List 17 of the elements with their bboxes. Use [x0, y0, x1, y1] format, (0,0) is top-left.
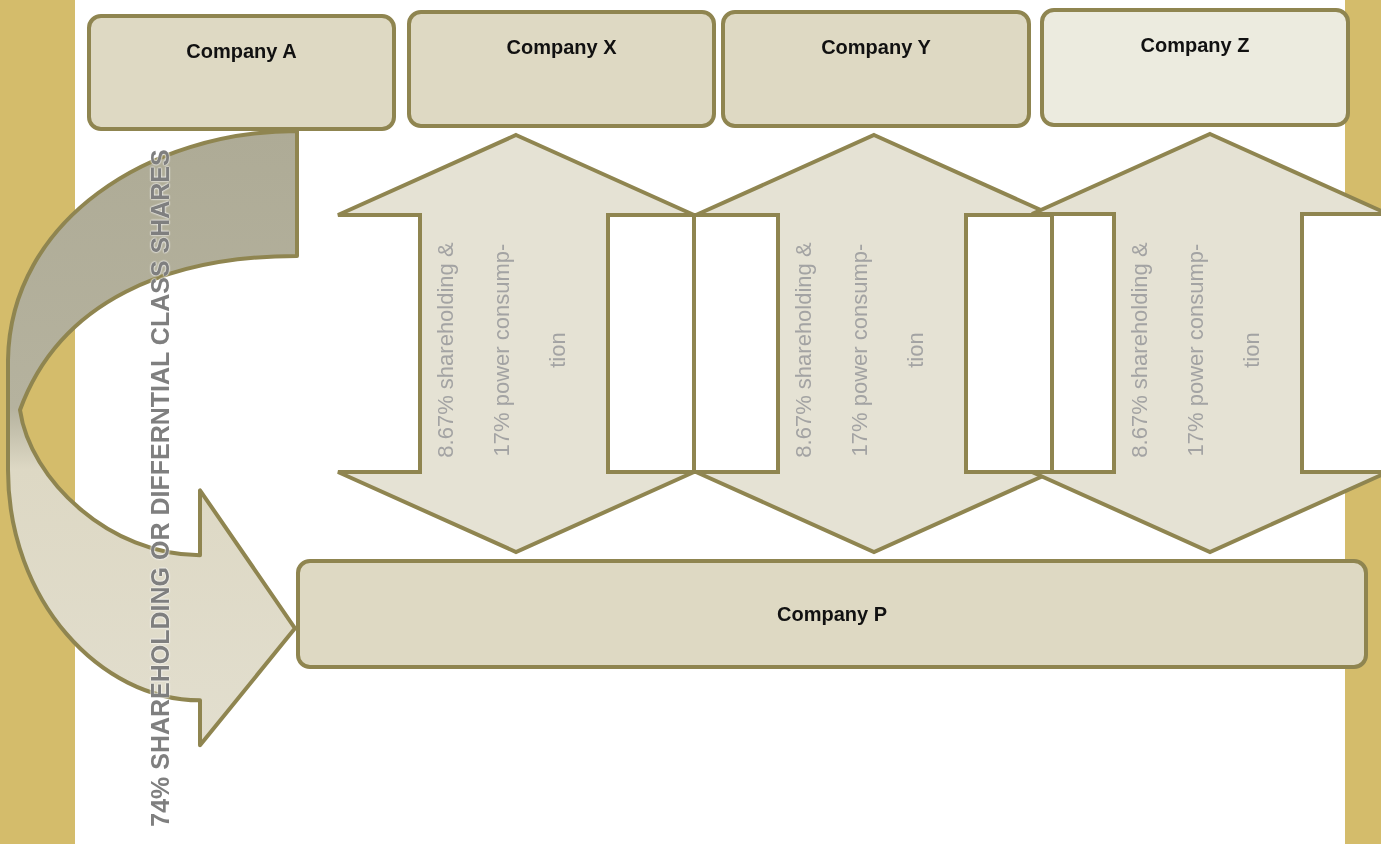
- company-name: Company A: [186, 40, 297, 63]
- company-box: [1040, 8, 1350, 127]
- curved-arrow: [6, 129, 299, 748]
- company-name: Company Y: [821, 36, 931, 59]
- edge-label: 74% SHAREHOLDING OR DIFFERNTIAL CLASS SHARES: [147, 149, 173, 827]
- company-name: Company Z: [1140, 34, 1250, 57]
- company-box: [407, 10, 716, 128]
- edge-label: 8.67% shareholding & 17% power consump- tion: [1126, 241, 1265, 460]
- company-name: Company X: [506, 36, 617, 59]
- double-arrow: [336, 132, 696, 555]
- company-name: Company P: [777, 602, 887, 626]
- company-box: [87, 14, 396, 131]
- company-box: [296, 559, 1368, 669]
- company-box: [721, 10, 1031, 128]
- edge-label: 8.67% shareholding & 17% power consump- tion: [432, 241, 571, 460]
- edge-label: 8.67% shareholding & 17% power consump- tion: [790, 241, 929, 460]
- double-arrow: [1030, 131, 1381, 555]
